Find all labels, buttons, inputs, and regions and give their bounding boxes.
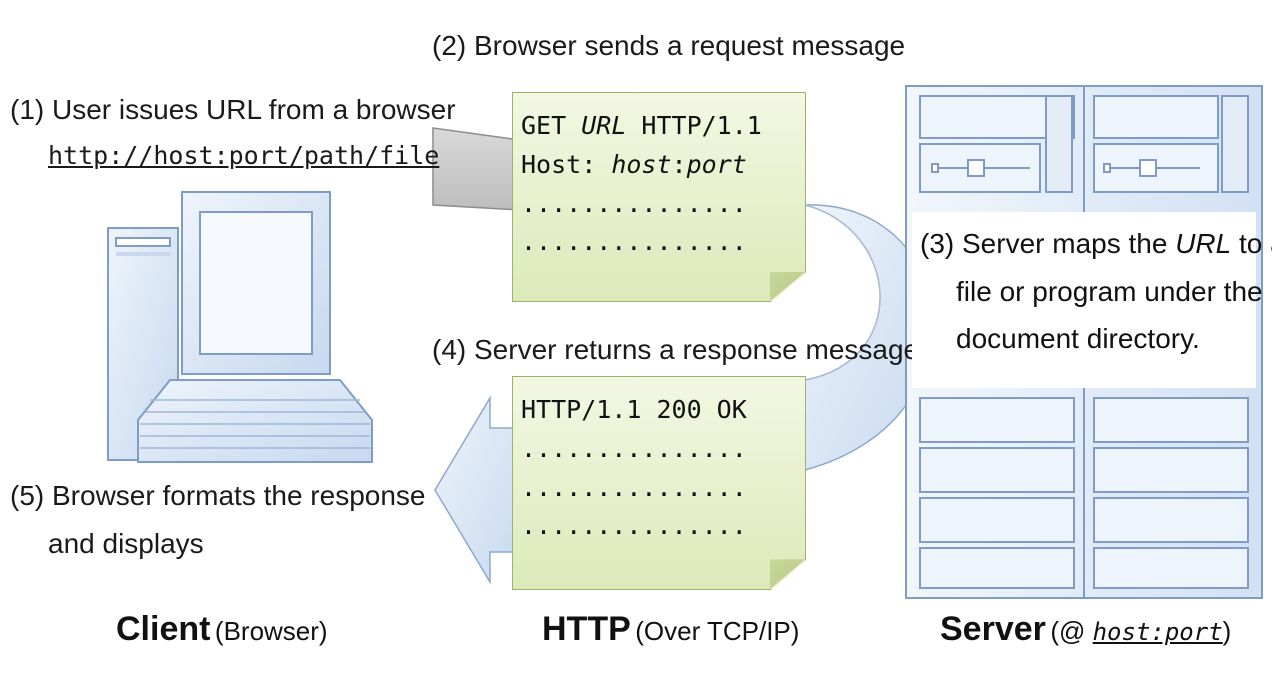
step4-caption: (4) Server returns a response message <box>432 334 920 365</box>
http-label-sub: (Over TCP/IP) <box>635 616 800 646</box>
client-computer-icon <box>107 191 373 463</box>
step1-caption: (1) User issues URL from a browser <box>10 94 456 125</box>
request-message-note: GET URL HTTP/1.1 Host: host:port .......… <box>512 92 806 302</box>
step3-caption: (3) Server maps the URL to a file or pro… <box>912 212 1272 388</box>
response-dots: ............... <box>521 433 747 463</box>
client-label-sub: (Browser) <box>214 616 328 646</box>
response-dots: ............... <box>521 511 747 541</box>
request-dots: ............... <box>521 188 747 218</box>
client-label-title: Client <box>116 610 211 648</box>
request-line: GET URL HTTP/1.1 <box>521 111 762 140</box>
response-message-note: HTTP/1.1 200 OK ............... ........… <box>512 376 806 590</box>
server-label-title: Server <box>940 610 1046 648</box>
client-label: Client (Browser) <box>116 610 328 649</box>
step2-caption: (2) Browser sends a request message <box>432 30 906 61</box>
step5-caption-line2: and displays <box>48 528 204 559</box>
response-arrow <box>434 395 521 585</box>
http-label-title: HTTP <box>542 610 631 648</box>
server-rack-icon <box>905 85 1263 599</box>
request-host-line: Host: host:port <box>521 149 747 179</box>
step1-url: http://host:port/path/file <box>48 141 440 170</box>
request-dots: ............... <box>521 227 747 257</box>
step5-caption: (5) Browser formats the response <box>10 480 426 511</box>
status-line: HTTP/1.1 200 OK <box>521 395 747 424</box>
server-label: Server (@ host:port) <box>940 610 1231 649</box>
request-arrow <box>432 127 521 211</box>
http-label: HTTP (Over TCP/IP) <box>542 610 799 649</box>
response-dots: ............... <box>521 472 747 502</box>
server-label-sub: (@ host:port) <box>1050 616 1232 646</box>
